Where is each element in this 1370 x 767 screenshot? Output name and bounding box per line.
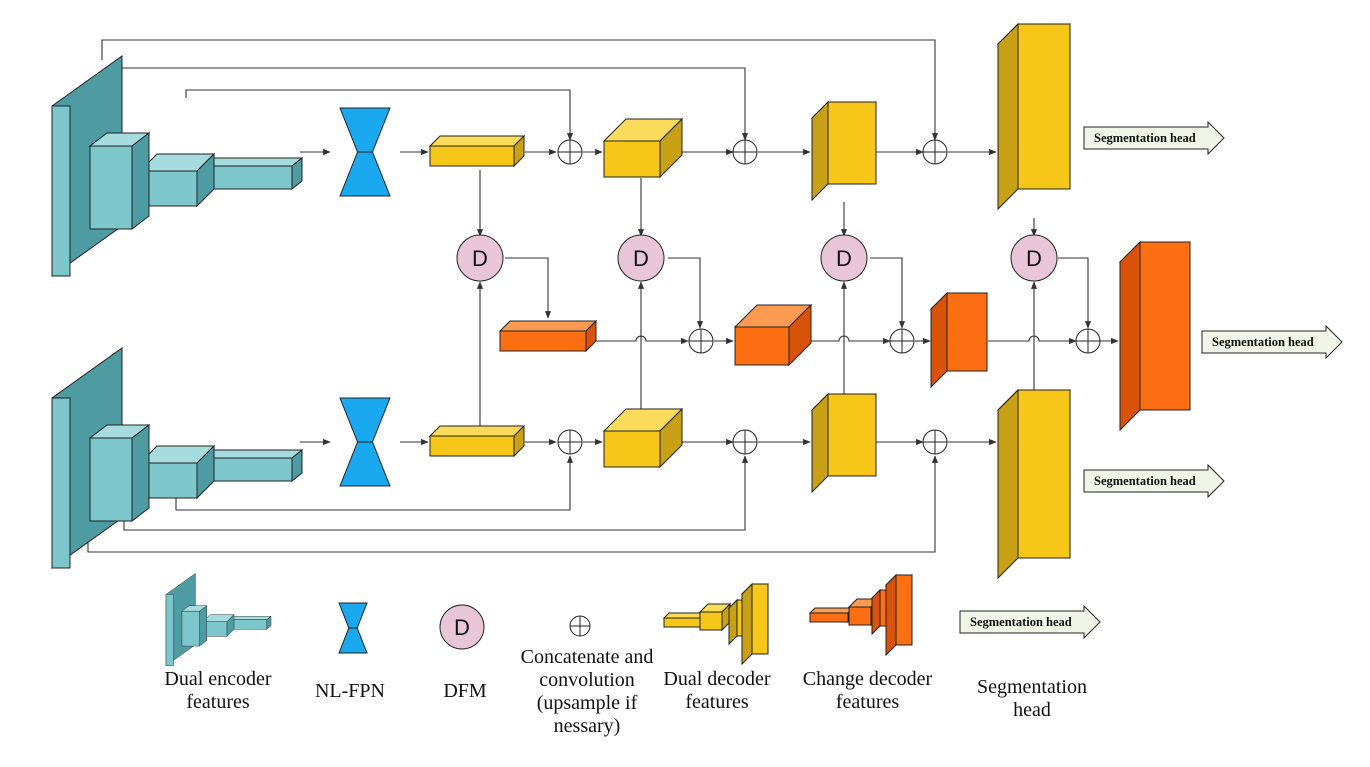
segmentation-head-top: Segmentation head xyxy=(1083,120,1225,156)
edge-change1-plus xyxy=(596,335,689,345)
legend-orange-1 xyxy=(808,606,855,624)
segmentation-head-label: Segmentation head xyxy=(1212,335,1314,349)
decoder-top-1 xyxy=(428,134,526,168)
decoder-bottom-4 xyxy=(996,388,1072,580)
decoder-top-2 xyxy=(602,117,684,179)
edge-dfm2-plus xyxy=(668,257,704,329)
concat-top-3 xyxy=(922,139,948,165)
segmentation-head-label: Segmentation head xyxy=(1094,131,1196,145)
nl-fpn-bottom xyxy=(339,397,391,487)
change-decoder-1 xyxy=(498,319,598,353)
segmentation-head-change: Segmentation head xyxy=(1201,324,1343,360)
concat-top-1 xyxy=(557,139,583,165)
legend-dfm-icon: D xyxy=(439,604,485,650)
edge-change2-plus xyxy=(810,335,891,345)
change-decoder-2 xyxy=(733,303,813,367)
decoder-top-3 xyxy=(810,100,878,202)
legend-nl-fpn-label: NL-FPN xyxy=(314,680,385,702)
legend-dual-encoder-label: Dual encoder features xyxy=(164,668,272,713)
skip-top-3 xyxy=(185,89,574,141)
decoder-bottom-1 xyxy=(428,424,526,458)
decoder-top-4 xyxy=(996,22,1072,211)
dfm-3: D xyxy=(820,234,868,282)
legend-seg-head-label: Segmentation head xyxy=(977,676,1087,721)
dfm-letter: D xyxy=(836,246,852,271)
edge-dfm1-change1 xyxy=(505,257,552,319)
concat-bottom-1 xyxy=(557,429,583,455)
legend-orange-4 xyxy=(884,573,914,657)
decoder-bottom-3 xyxy=(810,392,878,494)
dfm-letter: D xyxy=(1026,246,1042,271)
edge-dfm4-plus xyxy=(1058,257,1092,329)
change-decoder-4 xyxy=(1118,240,1192,432)
segmentation-head-bottom: Segmentation head xyxy=(1083,463,1225,499)
concat-bottom-3 xyxy=(922,429,948,455)
dfm-1: D xyxy=(456,234,504,282)
legend-dual-decoder-label: Dual decoder features xyxy=(663,668,771,713)
segmentation-head-label: Segmentation head xyxy=(970,615,1072,629)
concat-change-1 xyxy=(688,328,714,354)
encoder-bottom xyxy=(51,347,304,569)
encoder-top xyxy=(51,55,304,277)
skip-bot-1 xyxy=(87,455,939,553)
skip-top-1 xyxy=(101,39,939,141)
change-decoder-3 xyxy=(929,291,989,389)
legend-nl-fpn-icon xyxy=(338,602,368,654)
dfm-4: D xyxy=(1010,234,1058,282)
dfm-letter: D xyxy=(454,615,470,640)
segmentation-head-label: Segmentation head xyxy=(1094,474,1196,488)
legend-change-decoder-label: Change decoder features xyxy=(802,668,933,713)
legend-concat-icon xyxy=(569,615,591,637)
legend-seg-head-icon: Segmentation head xyxy=(959,604,1101,640)
edge-dfm3-plus xyxy=(870,257,906,329)
nl-fpn-top xyxy=(339,107,391,197)
legend-yellow-2 xyxy=(698,602,732,632)
dfm-letter: D xyxy=(633,246,649,271)
legend-dfm-label: DFM xyxy=(443,680,487,702)
legend-yellow-4 xyxy=(740,582,770,666)
legend-concat-label: Concatenate and convolution (upsample if… xyxy=(520,646,654,737)
edge-change3-plus xyxy=(988,335,1077,345)
concat-change-3 xyxy=(1075,328,1101,354)
dfm-letter: D xyxy=(472,246,488,271)
dfm-2: D xyxy=(617,234,665,282)
decoder-bottom-2 xyxy=(602,407,684,469)
concat-change-2 xyxy=(889,328,915,354)
concat-top-2 xyxy=(732,139,758,165)
concat-bottom-2 xyxy=(732,429,758,455)
legend-encoder-icon xyxy=(165,572,272,667)
